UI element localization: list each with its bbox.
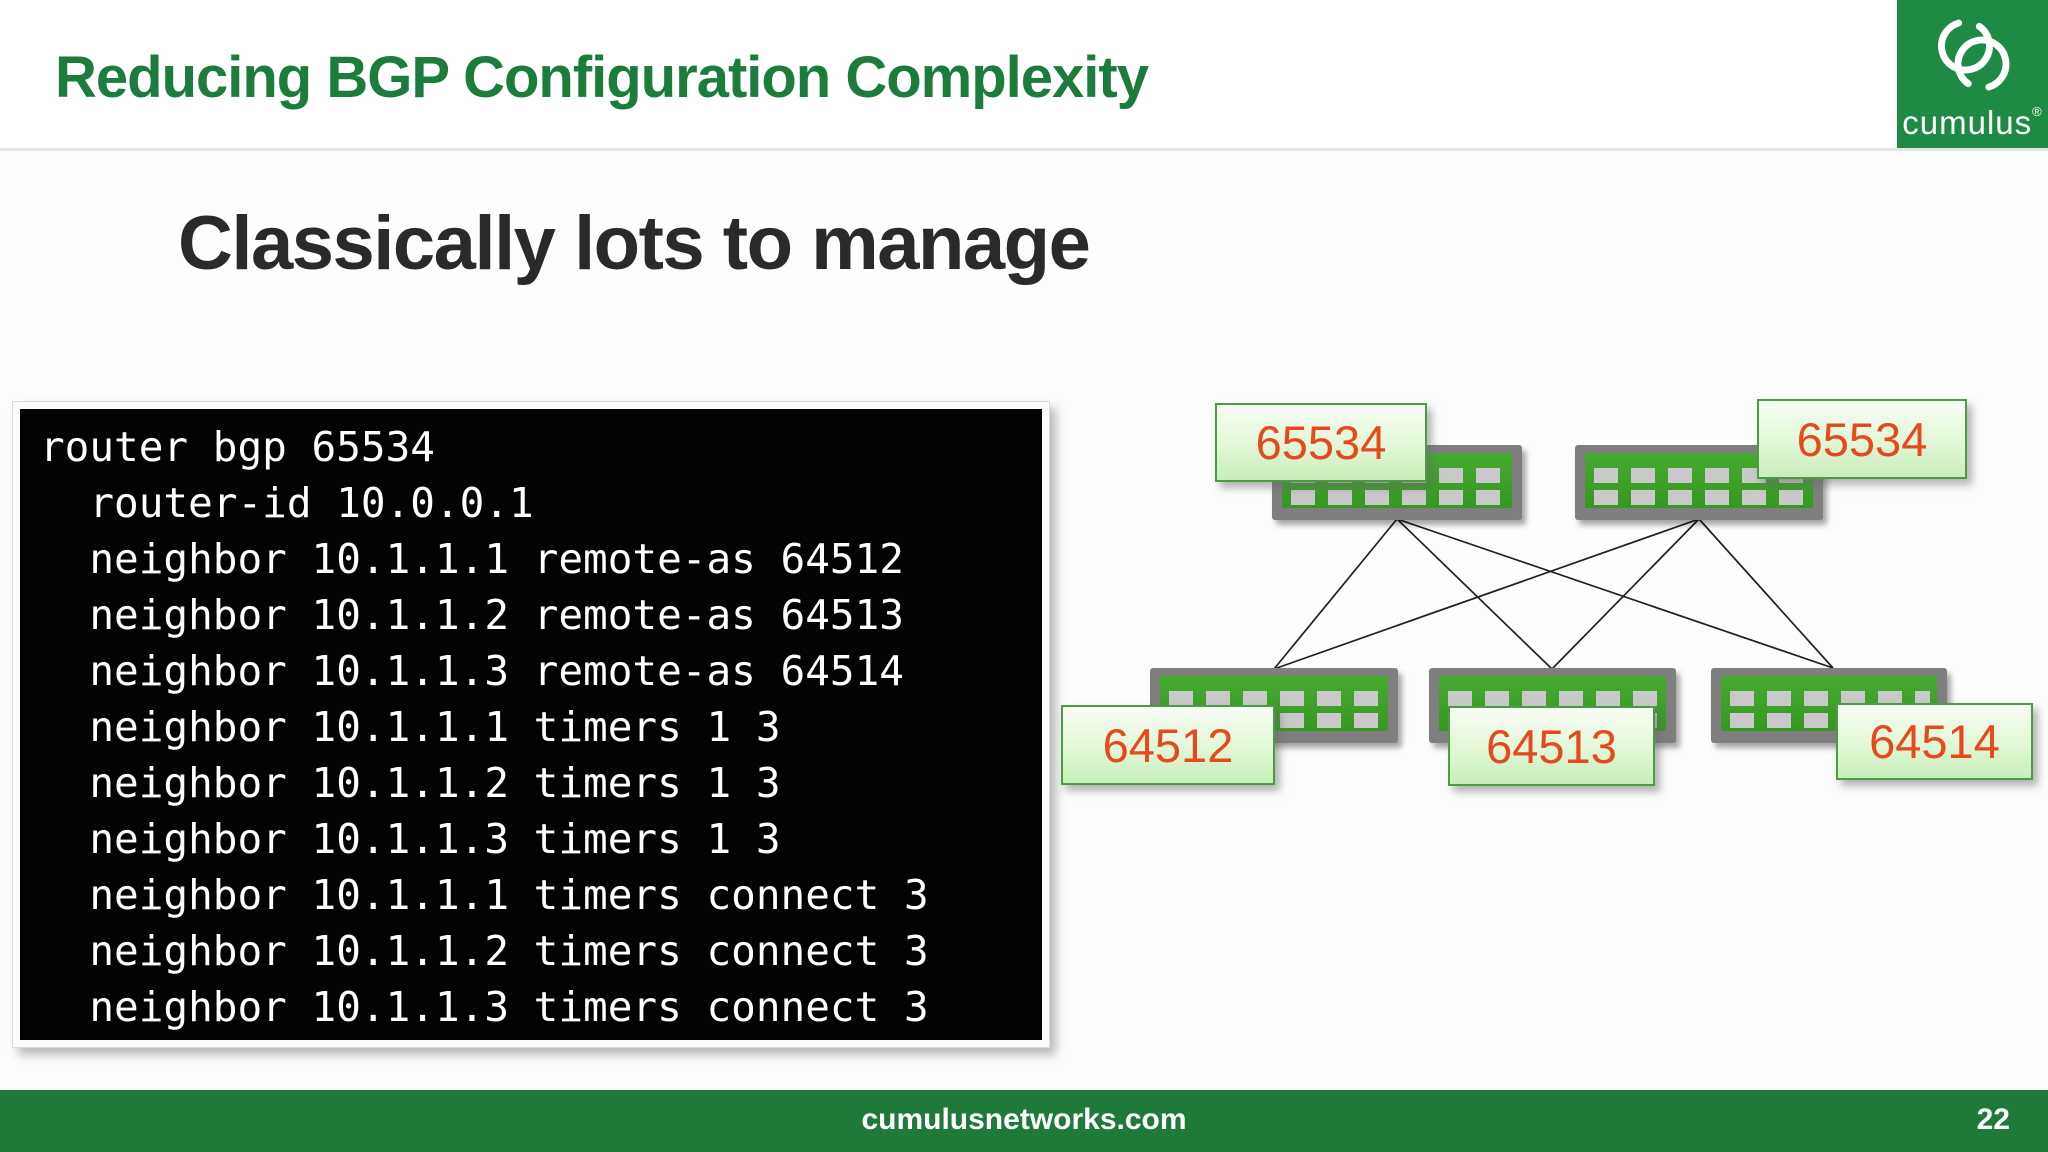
port-row-icon [1594,490,1806,505]
header-title: Reducing BGP Configuration Complexity [55,45,1149,110]
bgp-config-code-block: router bgp 65534 router-id 10.0.0.1 neig… [12,401,1050,1048]
header-divider [0,148,2048,151]
asn-label-leaf-2: 64513 [1448,706,1655,786]
code-terminal: router bgp 65534 router-id 10.0.0.1 neig… [20,409,1042,1040]
cumulus-logo: cumulus® [1897,0,2048,148]
logo-wordmark-text: cumulus [1902,104,2033,141]
asn-label-leaf-1: 64512 [1061,705,1275,785]
footer-page-number: 22 [1976,1103,2010,1136]
port-row-icon [1291,490,1505,505]
cumulus-rings-icon [1937,18,2009,92]
port-row-icon [1730,691,1930,706]
port-row-icon [1448,691,1659,706]
header-bar: Reducing BGP Configuration Complexity [0,0,2048,148]
registered-mark: ® [2032,104,2043,119]
footer-url: cumulusnetworks.com [861,1103,1187,1136]
asn-label-spine-1: 65534 [1215,403,1427,482]
port-row-icon [1169,691,1381,706]
code-text: router bgp 65534 router-id 10.0.0.1 neig… [40,423,929,1031]
asn-label-leaf-3: 64514 [1836,703,2033,780]
footer-bar: cumulusnetworks.com 22 [0,1090,2048,1152]
logo-wordmark: cumulus® [1897,104,2048,142]
asn-label-spine-2: 65534 [1757,399,1967,479]
port-row-icon [1594,468,1806,483]
slide-title: Classically lots to manage [178,201,1091,286]
switch-faceplate [1585,453,1813,508]
